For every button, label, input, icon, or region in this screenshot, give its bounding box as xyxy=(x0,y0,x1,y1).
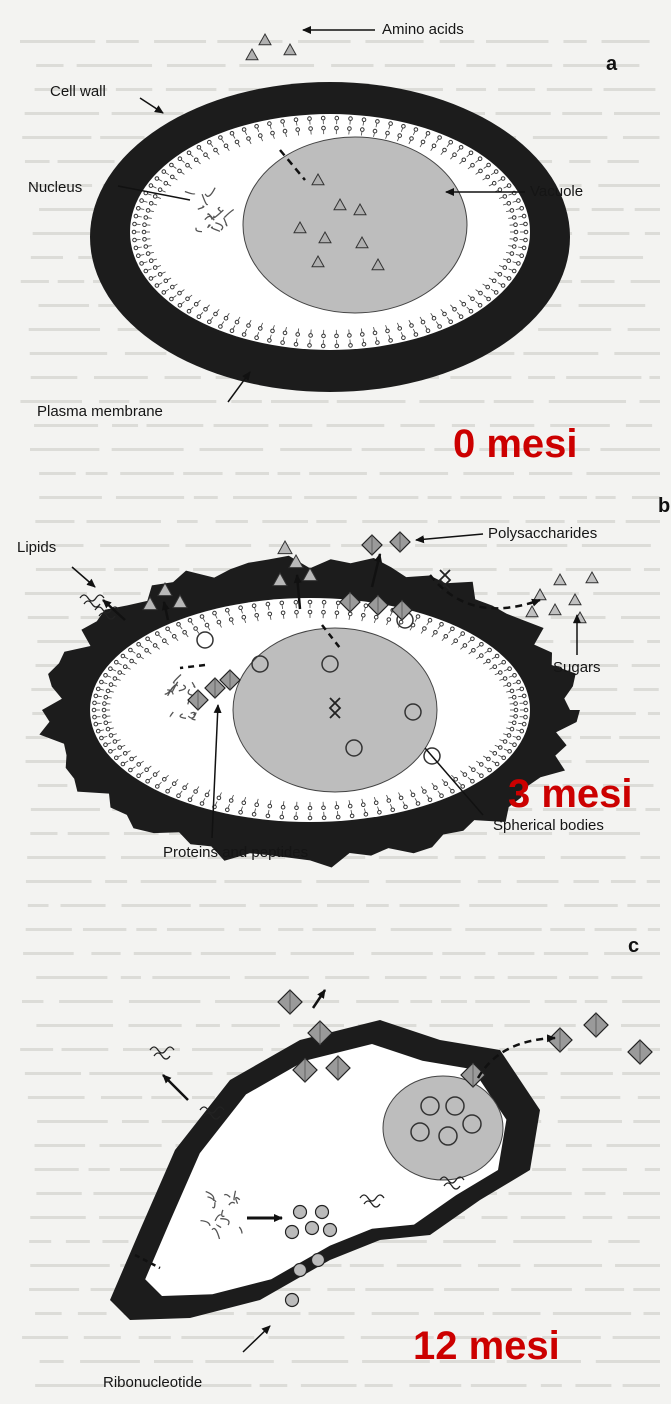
stage-label-b: 3 mesi xyxy=(508,774,633,814)
stage-label-a: 0 mesi xyxy=(453,424,578,464)
vacuole-a xyxy=(243,137,467,313)
panel-a-cell xyxy=(90,34,570,392)
label-cell-wall: Cell wall xyxy=(50,84,106,99)
label-vacuole: Vacuole xyxy=(530,184,583,199)
label-polysaccharides: Polysaccharides xyxy=(488,526,597,541)
label-ribonucleotide: Ribonucleotide xyxy=(103,1375,202,1390)
label-plasma-membrane: Plasma membrane xyxy=(37,404,163,419)
panel-c-cell xyxy=(110,990,652,1320)
label-sugars: Sugars xyxy=(553,660,601,675)
label-proteins-peptides: Proteins and peptides xyxy=(163,845,308,860)
label-nucleus: Nucleus xyxy=(28,180,82,195)
label-lipids: Lipids xyxy=(17,540,56,555)
label-spherical-bodies: Spherical bodies xyxy=(493,818,604,833)
panel-letter-a: a xyxy=(606,54,617,74)
label-amino-acids: Amino acids xyxy=(382,22,464,37)
panel-letter-b: b xyxy=(658,496,670,516)
panel-letter-c: c xyxy=(628,936,639,956)
stage-label-c: 12 mesi xyxy=(413,1326,560,1366)
vacuole-b xyxy=(233,628,437,792)
